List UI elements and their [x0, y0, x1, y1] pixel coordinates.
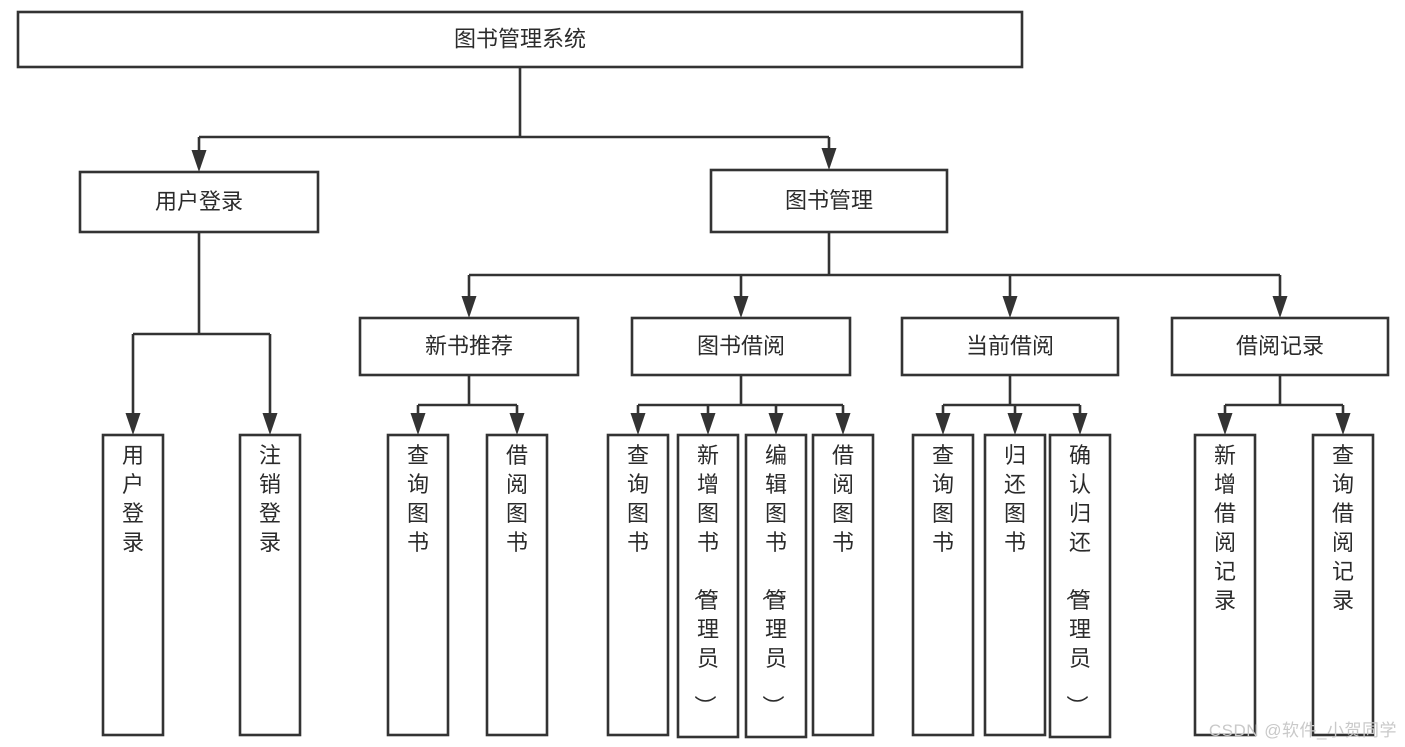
arrow-head	[125, 413, 141, 435]
node-box-leaf-confirm-return-admin[interactable]	[1048, 433, 1112, 739]
node-leaf-query-book-cur[interactable]: 查询图书	[911, 433, 975, 737]
node-label-new-book-recommend: 新书推荐	[425, 333, 513, 358]
node-leaf-add-borrow-record[interactable]: 新增借阅记录	[1193, 433, 1257, 737]
node-leaf-borrow-book-rec[interactable]: 借阅图书	[485, 433, 549, 737]
node-new-book-recommend[interactable]: 新书推荐	[358, 316, 580, 377]
node-box-new-book-recommend[interactable]	[358, 316, 580, 377]
node-label-user-login: 用户登录	[155, 189, 243, 214]
node-leaf-confirm-return-admin[interactable]: 确认归还（管理员）	[1048, 433, 1112, 739]
node-label-book-borrow: 图书借阅	[697, 333, 785, 358]
node-label-leaf-borrow-book-rec: 借阅图书	[506, 443, 528, 555]
arrow-head	[1272, 296, 1288, 318]
node-label-leaf-confirm-return-admin: 确认归还（管理员）	[1064, 443, 1091, 717]
nodes-layer: 图书管理系统用户登录图书管理新书推荐图书借阅当前借阅借阅记录用户登录注销登录查询…	[16, 10, 1390, 739]
arrow-head	[1007, 413, 1023, 435]
arrow-head	[835, 413, 851, 435]
edge-group-new-book-recommend	[410, 375, 525, 435]
node-box-leaf-query-borrow-record[interactable]	[1311, 433, 1375, 737]
node-box-leaf-return-book[interactable]	[983, 433, 1047, 737]
arrow-head	[509, 413, 525, 435]
node-leaf-borrow-book[interactable]: 借阅图书	[811, 433, 875, 737]
node-box-leaf-user-logout[interactable]	[238, 433, 302, 737]
node-book-borrow[interactable]: 图书借阅	[630, 316, 852, 377]
node-box-leaf-query-book-cur[interactable]	[911, 433, 975, 737]
node-box-leaf-borrow-book-rec[interactable]	[485, 433, 549, 737]
edge-group-borrow-record	[1217, 375, 1351, 435]
arrow-head	[768, 413, 784, 435]
arrow-head	[733, 296, 749, 318]
arrow-head	[1335, 413, 1351, 435]
node-borrow-record[interactable]: 借阅记录	[1170, 316, 1390, 377]
node-root[interactable]: 图书管理系统	[16, 10, 1024, 69]
edge-group-book-borrow	[630, 375, 851, 435]
node-label-leaf-user-login: 用户登录	[122, 443, 144, 555]
node-box-leaf-add-book-admin[interactable]	[676, 433, 740, 739]
node-leaf-add-book-admin[interactable]: 新增图书（管理员）	[676, 433, 740, 739]
node-box-leaf-user-login[interactable]	[101, 433, 165, 737]
node-label-leaf-return-book: 归还图书	[1004, 443, 1026, 555]
arrow-head	[821, 148, 837, 170]
node-label-leaf-query-book-cur: 查询图书	[932, 443, 954, 555]
node-label-borrow-record: 借阅记录	[1236, 333, 1324, 358]
arrow-head	[410, 413, 426, 435]
node-box-leaf-query-book-rec[interactable]	[386, 433, 450, 737]
node-label-leaf-add-book-admin: 新增图书（管理员）	[692, 443, 719, 717]
node-box-book-manage[interactable]	[709, 168, 949, 234]
arrow-head	[262, 413, 278, 435]
connectors-layer	[125, 67, 1351, 435]
node-label-leaf-query-borrow-record: 查询借阅记录	[1332, 443, 1354, 613]
edge-group-book-manage	[461, 232, 1288, 318]
node-box-book-borrow[interactable]	[630, 316, 852, 377]
edge-group-current-borrow	[935, 375, 1088, 435]
node-box-borrow-record[interactable]	[1170, 316, 1390, 377]
node-box-current-borrow[interactable]	[900, 316, 1120, 377]
arrow-head	[1072, 413, 1088, 435]
node-label-root: 图书管理系统	[454, 26, 586, 51]
node-leaf-query-borrow-record[interactable]: 查询借阅记录	[1311, 433, 1375, 737]
node-user-login[interactable]: 用户登录	[78, 170, 320, 234]
node-label-current-borrow: 当前借阅	[966, 333, 1054, 358]
arrow-head	[1217, 413, 1233, 435]
node-box-user-login[interactable]	[78, 170, 320, 234]
node-box-leaf-edit-book-admin[interactable]	[744, 433, 808, 739]
node-box-leaf-borrow-book[interactable]	[811, 433, 875, 737]
node-label-leaf-add-borrow-record: 新增借阅记录	[1214, 443, 1236, 613]
arrow-head	[1002, 296, 1018, 318]
node-leaf-edit-book-admin[interactable]: 编辑图书（管理员）	[744, 433, 808, 739]
node-leaf-query-book-rec[interactable]: 查询图书	[386, 433, 450, 737]
node-label-leaf-query-book-rec: 查询图书	[407, 443, 429, 555]
arrow-head	[461, 296, 477, 318]
arrow-head	[935, 413, 951, 435]
node-label-leaf-user-logout: 注销登录	[259, 443, 281, 555]
arrow-head	[630, 413, 646, 435]
node-label-leaf-query-book-borrow: 查询图书	[627, 443, 649, 555]
node-box-leaf-add-borrow-record[interactable]	[1193, 433, 1257, 737]
node-leaf-query-book-borrow[interactable]: 查询图书	[606, 433, 670, 737]
arrow-head	[700, 413, 716, 435]
node-label-leaf-borrow-book: 借阅图书	[832, 443, 854, 555]
node-leaf-user-login[interactable]: 用户登录	[101, 433, 165, 737]
node-current-borrow[interactable]: 当前借阅	[900, 316, 1120, 377]
node-box-leaf-query-book-borrow[interactable]	[606, 433, 670, 737]
node-box-root[interactable]	[16, 10, 1024, 69]
node-leaf-return-book[interactable]: 归还图书	[983, 433, 1047, 737]
edge-group-user-login	[125, 232, 278, 435]
node-label-leaf-edit-book-admin: 编辑图书（管理员）	[760, 443, 787, 717]
node-leaf-user-logout[interactable]: 注销登录	[238, 433, 302, 737]
edge-group-root	[191, 67, 837, 172]
arrow-head	[191, 150, 207, 172]
node-label-book-manage: 图书管理	[785, 188, 873, 213]
node-book-manage[interactable]: 图书管理	[709, 168, 949, 234]
